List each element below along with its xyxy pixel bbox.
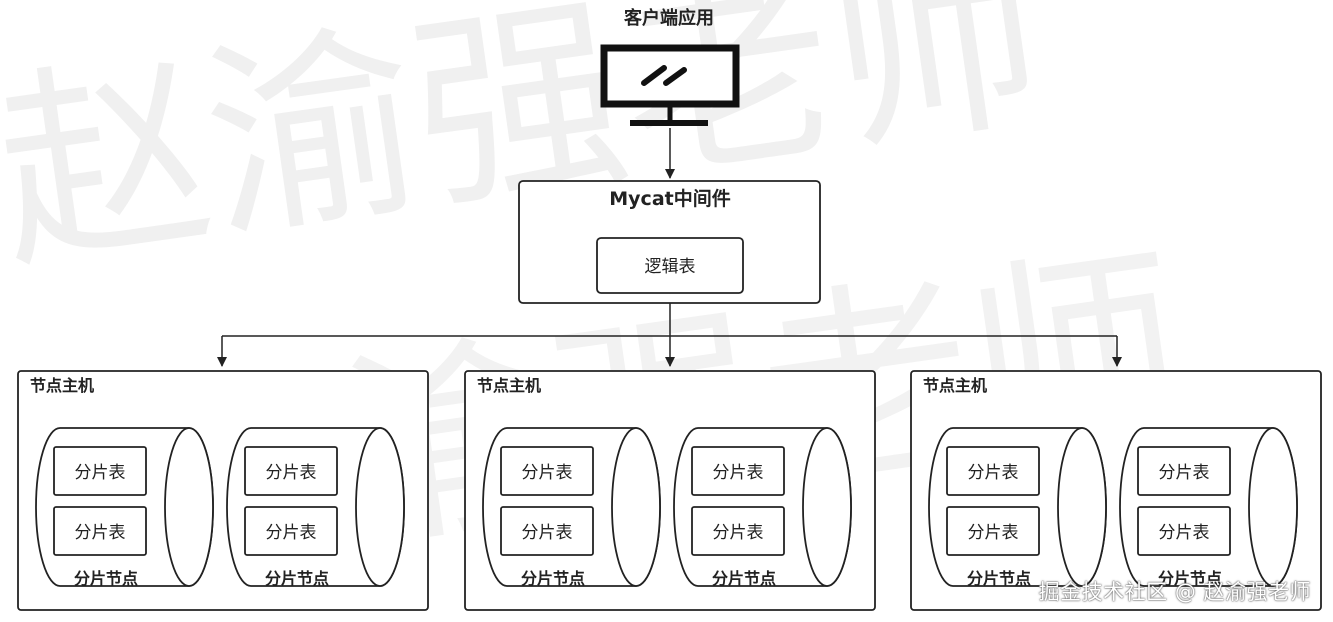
shard-node-label: 分片节点 (265, 569, 329, 588)
shard-node-end (1248, 427, 1298, 587)
node-hosts: 节点主机分片表分片表分片节点分片表分片表分片节点节点主机分片表分片表分片节点分片… (17, 370, 1322, 611)
shard-node-end (1057, 427, 1107, 587)
shard-node-label: 分片节点 (74, 569, 138, 588)
shard-table-label: 分片表 (968, 463, 1019, 483)
connectors (217, 303, 1122, 367)
shard-table-label: 分片表 (968, 523, 1019, 543)
node-host-label: 节点主机 (30, 376, 94, 395)
shard-node-end (164, 427, 214, 587)
shard-table: 分片表 (244, 446, 338, 496)
shard-table-label: 分片表 (266, 463, 317, 483)
shard-table: 分片表 (1137, 446, 1231, 496)
logical-table: 逻辑表 (596, 237, 744, 294)
shard-table: 分片表 (244, 506, 338, 556)
shard-table: 分片表 (946, 446, 1040, 496)
shard-node-end (611, 427, 661, 587)
shard-table-label: 分片表 (75, 463, 126, 483)
shard-table: 分片表 (946, 506, 1040, 556)
shard-table: 分片表 (691, 446, 785, 496)
shard-node-end (802, 427, 852, 587)
logical-table-label: 逻辑表 (645, 257, 696, 277)
watermark-text: 掘金技术社区 @ 赵渝强老师 (1038, 580, 1311, 604)
shard-table: 分片表 (53, 506, 147, 556)
shard-node-label: 分片节点 (967, 569, 1031, 588)
shard-table-label: 分片表 (713, 463, 764, 483)
shard-node-end (355, 427, 405, 587)
shard-table: 分片表 (691, 506, 785, 556)
shard-table-label: 分片表 (75, 523, 126, 543)
node-host-label: 节点主机 (923, 376, 987, 395)
shard-node-label: 分片节点 (1158, 569, 1222, 588)
shard-table-label: 分片表 (522, 463, 573, 483)
client-application: 客户端应用 (600, 7, 740, 126)
node-host-label: 节点主机 (477, 376, 541, 395)
shard-table: 分片表 (500, 446, 594, 496)
mycat-title: Mycat中间件 (609, 187, 730, 210)
monitor-icon (600, 44, 740, 126)
shard-table: 分片表 (53, 446, 147, 496)
shard-table-label: 分片表 (1159, 463, 1210, 483)
mycat-middleware: Mycat中间件 逻辑表 (518, 180, 821, 304)
shard-table: 分片表 (500, 506, 594, 556)
shard-table-label: 分片表 (522, 523, 573, 543)
shard-table-label: 分片表 (266, 523, 317, 543)
shard-table-label: 分片表 (713, 523, 764, 543)
shard-node-label: 分片节点 (521, 569, 585, 588)
shard-table: 分片表 (1137, 506, 1231, 556)
client-label: 客户端应用 (624, 7, 714, 29)
shard-node-label: 分片节点 (712, 569, 776, 588)
shard-table-label: 分片表 (1159, 523, 1210, 543)
